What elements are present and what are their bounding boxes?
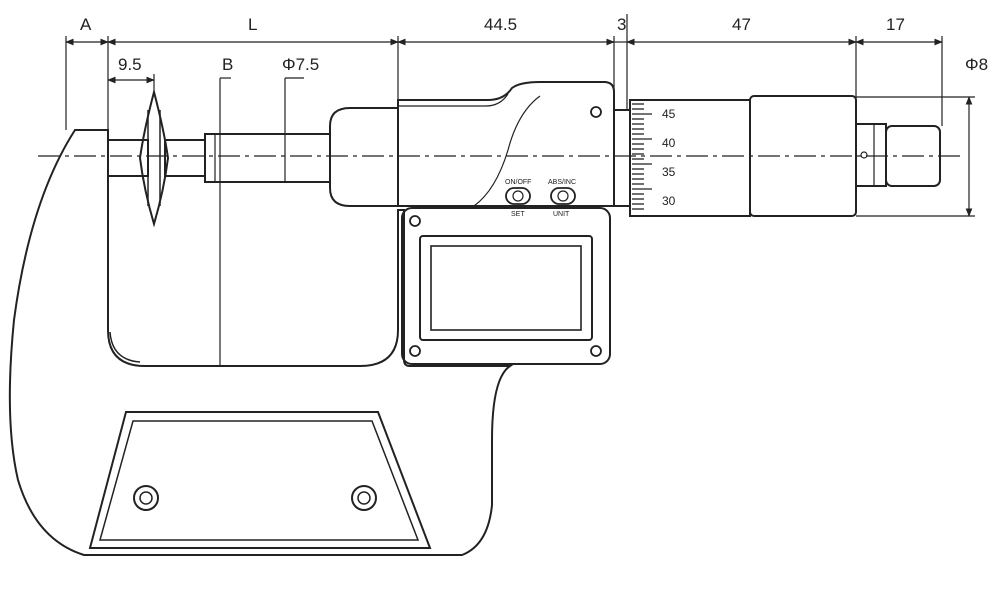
- dim-44-5: 44.5: [484, 15, 517, 34]
- dim-3: 3: [617, 15, 626, 34]
- dimension-lines: [65, 14, 975, 366]
- display-panel: [401, 207, 611, 365]
- scale-35: 35: [662, 165, 676, 179]
- dim-l: L: [248, 15, 257, 34]
- dim-17: 17: [886, 15, 905, 34]
- onoff-set-button[interactable]: ON/OFF SET: [505, 179, 531, 218]
- scale-40: 40: [662, 136, 676, 150]
- housing-upper: [397, 81, 615, 207]
- absinc-unit-button[interactable]: ABS/INC UNIT: [548, 179, 576, 218]
- thimble: [629, 99, 751, 217]
- scale-45: 45: [662, 107, 676, 121]
- display-unit: ON/OFF SET ABS/INC UNIT: [397, 81, 615, 365]
- dimension-labels: A L 44.5 3 47 17 9.5 B Φ7.5 Φ8: [80, 15, 988, 74]
- lcd-bezel: [419, 235, 593, 341]
- frame: [8, 129, 514, 556]
- absinc-label: ABS/INC: [548, 179, 576, 186]
- measuring-disc: [138, 88, 170, 228]
- sleeve-thimble: 45 40 35 30: [613, 99, 751, 217]
- insulator-plate: [88, 411, 432, 549]
- onoff-label: ON/OFF: [505, 179, 531, 186]
- anvil: [107, 88, 206, 228]
- dim-a: A: [80, 15, 92, 34]
- lcd-screen: [430, 245, 582, 331]
- dim-phi-7-5: Φ7.5: [282, 55, 319, 74]
- dim-9-5: 9.5: [118, 55, 142, 74]
- frame-inner-edge: [109, 331, 141, 363]
- spindle: [204, 107, 399, 207]
- dim-b: B: [222, 55, 233, 74]
- scale-30: 30: [662, 194, 676, 208]
- unit-label: UNIT: [553, 211, 570, 218]
- set-label: SET: [511, 211, 525, 218]
- dim-47: 47: [732, 15, 751, 34]
- frame-outline: [8, 129, 514, 556]
- dim-phi-8: Φ8: [965, 55, 988, 74]
- thimble-graduations: [632, 103, 652, 210]
- screw-right: [351, 485, 377, 511]
- screw-left: [133, 485, 159, 511]
- ratchet[interactable]: [855, 123, 941, 187]
